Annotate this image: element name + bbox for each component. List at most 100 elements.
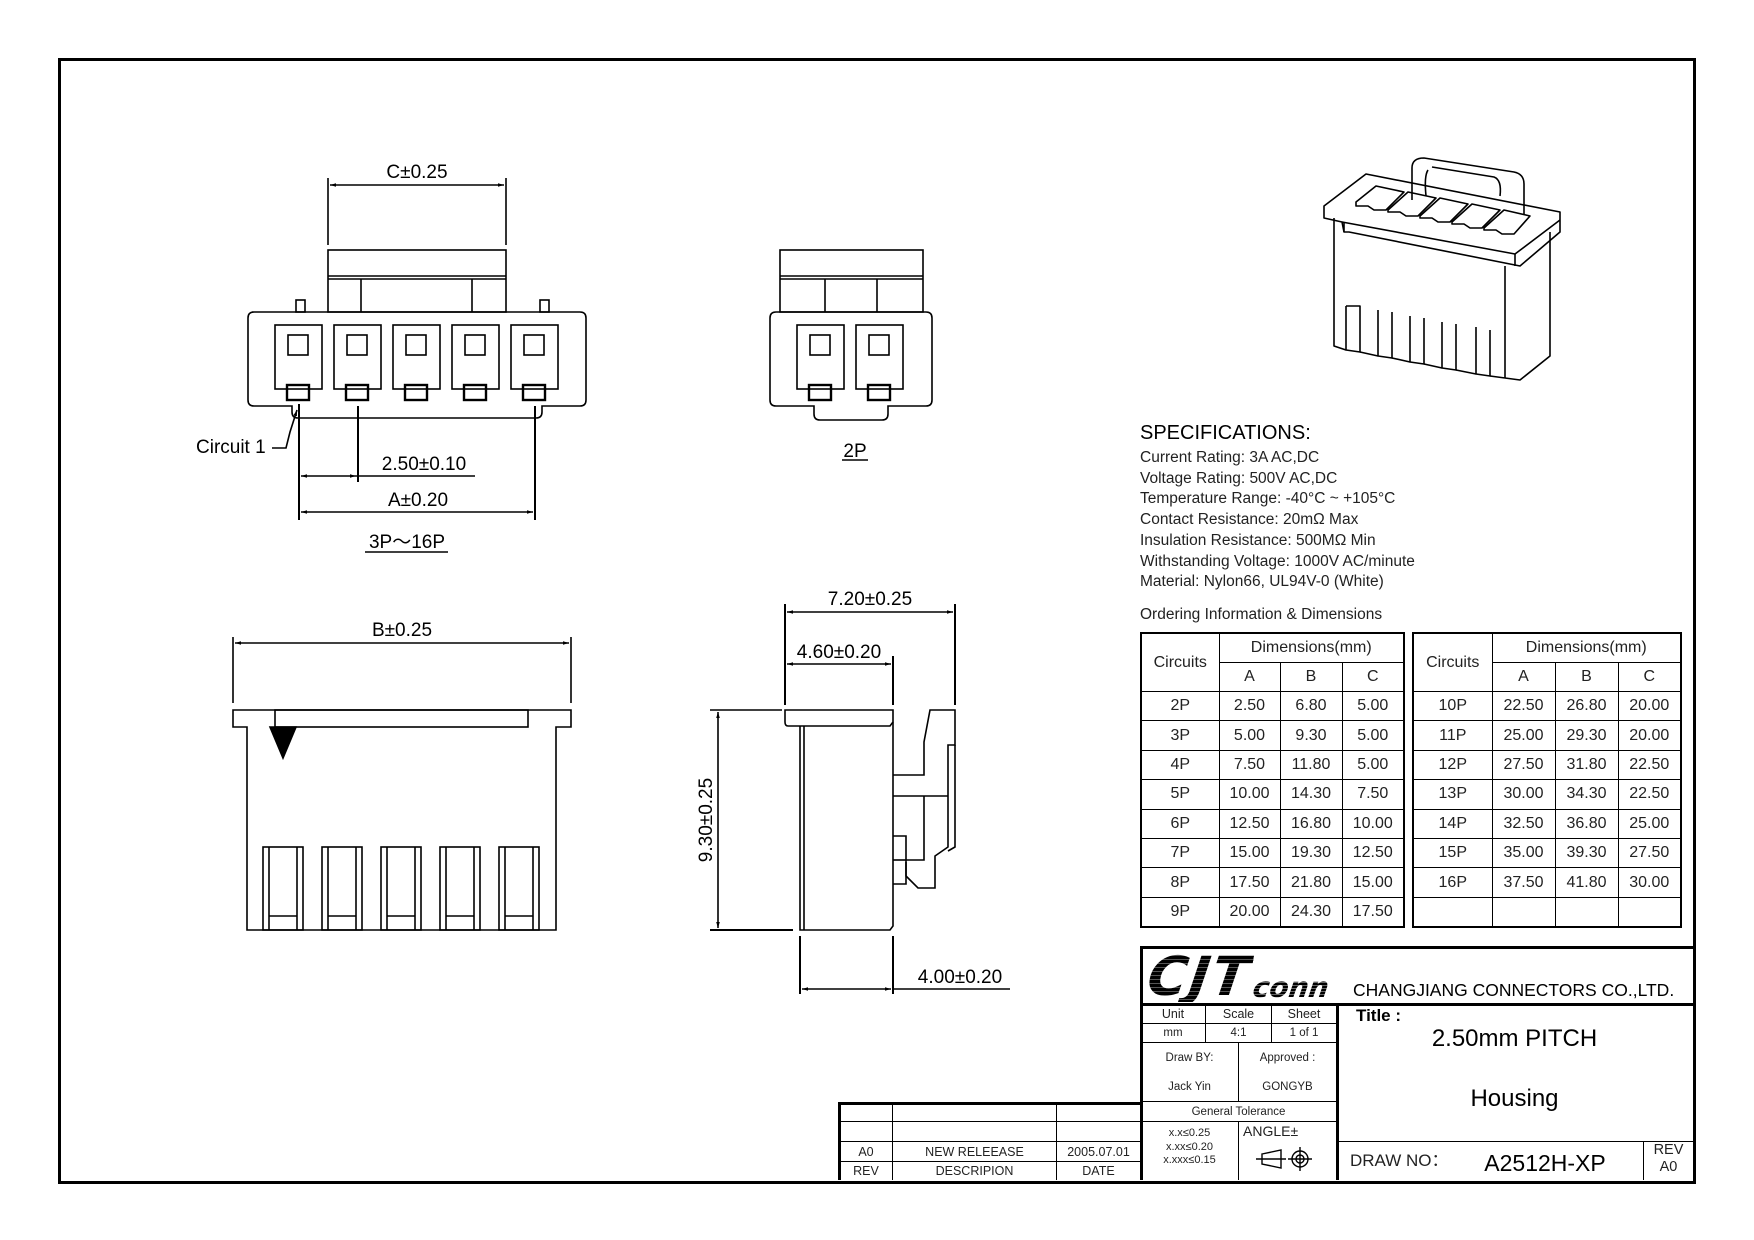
cell: 12.50 <box>1341 837 1405 869</box>
tolerance-1-decimal: x.x≤0.25 <box>1168 1127 1211 1139</box>
cell: 21.80 <box>1279 867 1343 898</box>
unit-label: Unit <box>1161 1006 1185 1021</box>
header-b: B <box>1279 662 1343 692</box>
revision-description: NEW RELEEASE <box>925 1144 1024 1159</box>
cell: 26.80 <box>1554 690 1619 722</box>
header-circuits: Circuits <box>1412 632 1493 692</box>
front-view <box>247 178 587 553</box>
cell: 6.80 <box>1279 690 1343 722</box>
draw-by-label: Draw BY: <box>1165 1052 1214 1064</box>
header-dimensions: Dimensions(mm) <box>1218 632 1405 663</box>
spec-insulation-resistance: Insulation Resistance: 500MΩ Min <box>1140 531 1376 549</box>
cell: 22.50 <box>1617 749 1682 781</box>
cell: 14.30 <box>1279 779 1343 810</box>
cell <box>1554 896 1619 928</box>
logo-sub: conn <box>1250 971 1331 1004</box>
cell: 36.80 <box>1554 808 1619 839</box>
unit-value: mm <box>1163 1027 1183 1039</box>
logo-main: CJT <box>1143 945 1256 1008</box>
two-pin-label: 2P <box>843 441 866 462</box>
dim-b-label: B±0.25 <box>372 620 432 641</box>
cell: 20.00 <box>1617 720 1682 751</box>
cell: 5.00 <box>1341 749 1405 781</box>
rev-box: REV A0 <box>1644 1142 1693 1176</box>
cell: 35.00 <box>1491 837 1556 869</box>
range-label: 3P～16P <box>369 532 445 553</box>
spec-withstanding-voltage: Withstanding Voltage: 1000V AC/minute <box>1140 552 1415 570</box>
cell <box>1412 896 1493 928</box>
cell: 31.80 <box>1554 749 1619 781</box>
cell: 13P <box>1412 779 1493 810</box>
circuit-1-label: Circuit 1 <box>196 437 266 458</box>
rev-label: REV <box>1653 1142 1684 1158</box>
cell: 9.30 <box>1279 720 1343 751</box>
cell: 5.00 <box>1218 720 1281 751</box>
cell: 10.00 <box>1218 779 1281 810</box>
cell: 15P <box>1412 837 1493 869</box>
table-row <box>1412 896 1682 928</box>
cell: 37.50 <box>1491 867 1556 898</box>
header-dimensions: Dimensions(mm) <box>1491 632 1682 663</box>
spec-voltage-rating: Voltage Rating: 500V AC,DC <box>1140 469 1338 487</box>
cell: 27.50 <box>1617 837 1682 869</box>
cell <box>1617 896 1682 928</box>
spec-temperature-range: Temperature Range: -40°C ~ +105°C <box>1140 490 1396 508</box>
cell: 2.50 <box>1218 690 1281 722</box>
cell: 30.00 <box>1491 779 1556 810</box>
dim-bottom-label: 4.00±0.20 <box>918 967 1002 988</box>
two-pin-view <box>769 249 933 461</box>
header-b: B <box>1554 662 1619 692</box>
cell: 24.30 <box>1279 896 1343 928</box>
dim-a-label: A±0.20 <box>388 490 448 511</box>
cell: 7P <box>1140 837 1220 869</box>
draw-no-value: A2512H-XP <box>1484 1150 1606 1176</box>
cell: 2P <box>1140 690 1220 722</box>
cell: 22.50 <box>1617 779 1682 810</box>
cell: 15.00 <box>1341 867 1405 898</box>
header-a: A <box>1491 662 1556 692</box>
scale-value: 4:1 <box>1230 1027 1247 1039</box>
cell: 39.30 <box>1554 837 1619 869</box>
dim-pitch-label: 2.50±0.10 <box>382 454 466 475</box>
general-tolerance-label: General Tolerance <box>1191 1105 1286 1118</box>
cell: 15.00 <box>1218 837 1281 869</box>
header-a: A <box>1218 662 1281 692</box>
revision-rev: A0 <box>858 1144 874 1159</box>
sheet-label: Sheet <box>1287 1006 1321 1021</box>
cell: 22.50 <box>1491 690 1556 722</box>
spec-current-rating: Current Rating: 3A AC,DC <box>1140 449 1320 466</box>
cell: 34.30 <box>1554 779 1619 810</box>
cell: 16.80 <box>1279 808 1343 839</box>
cell: 32.50 <box>1491 808 1556 839</box>
drawing-border <box>58 58 1696 1184</box>
cell: 41.80 <box>1554 867 1619 898</box>
cell: 10.00 <box>1341 808 1405 839</box>
title-label: Title : <box>1356 1006 1402 1025</box>
cell: 12.50 <box>1218 808 1281 839</box>
cell: 16P <box>1412 867 1493 898</box>
cell: 11P <box>1412 720 1493 751</box>
cell: 25.00 <box>1617 808 1682 839</box>
dim-body-label: 4.60±0.20 <box>797 642 881 663</box>
cell: 3P <box>1140 720 1220 751</box>
scale-label: Scale <box>1222 1006 1255 1021</box>
specifications-title: SPECIFICATIONS: <box>1140 422 1311 444</box>
cell: 20.00 <box>1617 690 1682 722</box>
cell: 5.00 <box>1341 690 1405 722</box>
title-line-1: 2.50mm PITCH <box>1431 1025 1598 1052</box>
header-c: C <box>1341 662 1405 692</box>
specifications-list: Current Rating: 3A AC,DC Voltage Rating:… <box>1140 448 1415 593</box>
isometric-view <box>1323 157 1561 381</box>
cell: 17.50 <box>1218 867 1281 898</box>
